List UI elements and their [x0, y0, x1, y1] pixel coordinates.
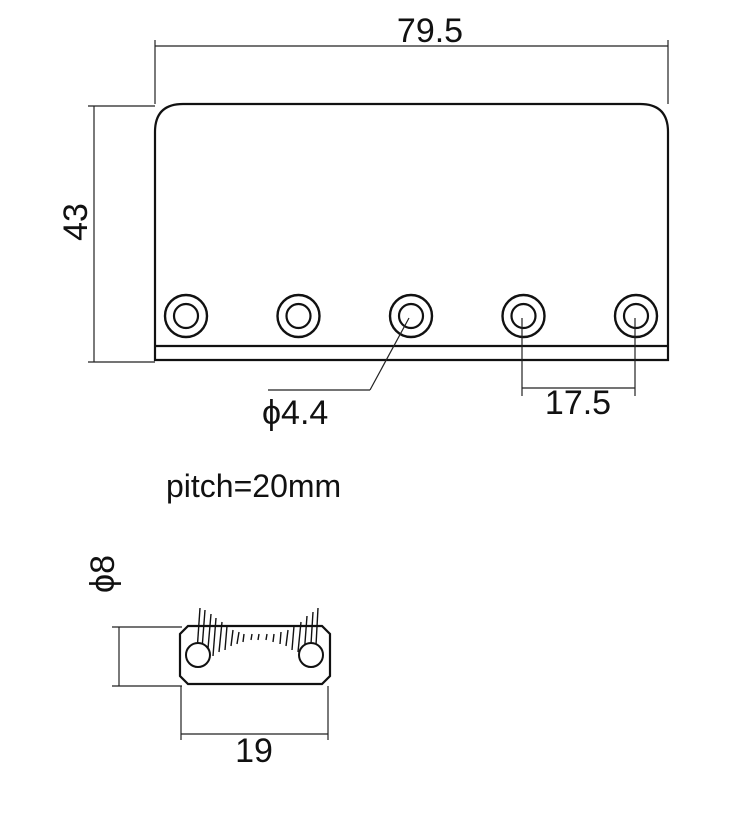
hole-inner-ring [510, 302, 537, 330]
top-view: 79.5 43 ϕ4.4 17.5 [57, 12, 670, 432]
width-dimension: 79.5 [154, 12, 669, 104]
hole-outer-ring [276, 293, 321, 339]
side-width-label: 19 [235, 732, 273, 770]
side-hole-right [298, 642, 324, 668]
side-view: ϕ8 19 [84, 555, 332, 770]
hole-outer-ring [388, 293, 434, 339]
hole-inner-ring [622, 302, 650, 330]
width-dim-label: 79.5 [397, 12, 463, 50]
mounting-hole [613, 293, 659, 339]
side-width-dimension: 19 [180, 686, 329, 770]
mounting-hole [501, 293, 546, 339]
height-dimension: 43 [57, 105, 155, 363]
hole-inner-ring [172, 302, 200, 330]
hole-outer-ring [613, 293, 659, 339]
side-diameter-dimension: ϕ8 [84, 555, 182, 687]
hole-outer-ring [501, 293, 546, 339]
hole-diameter-callout: ϕ4.4 [262, 317, 410, 432]
hole-offset-label: 17.5 [545, 384, 611, 422]
hole-inner-ring [397, 302, 425, 330]
mounting-hole [163, 293, 209, 339]
mounting-hole [388, 293, 434, 339]
plate-outline [153, 102, 670, 362]
side-hole-left [185, 642, 211, 668]
pitch-note: pitch=20mm [166, 468, 341, 504]
height-dim-label: 43 [57, 203, 95, 241]
mounting-hole [276, 293, 321, 339]
side-body-outline [178, 624, 332, 686]
hole-diameter-label: ϕ4.4 [262, 394, 328, 432]
hole-outer-ring [163, 293, 209, 339]
hole-offset-dimension: 17.5 [521, 318, 636, 422]
hole-inner-ring [285, 302, 312, 330]
side-diameter-label: ϕ8 [84, 555, 122, 593]
mounting-holes [163, 293, 659, 339]
